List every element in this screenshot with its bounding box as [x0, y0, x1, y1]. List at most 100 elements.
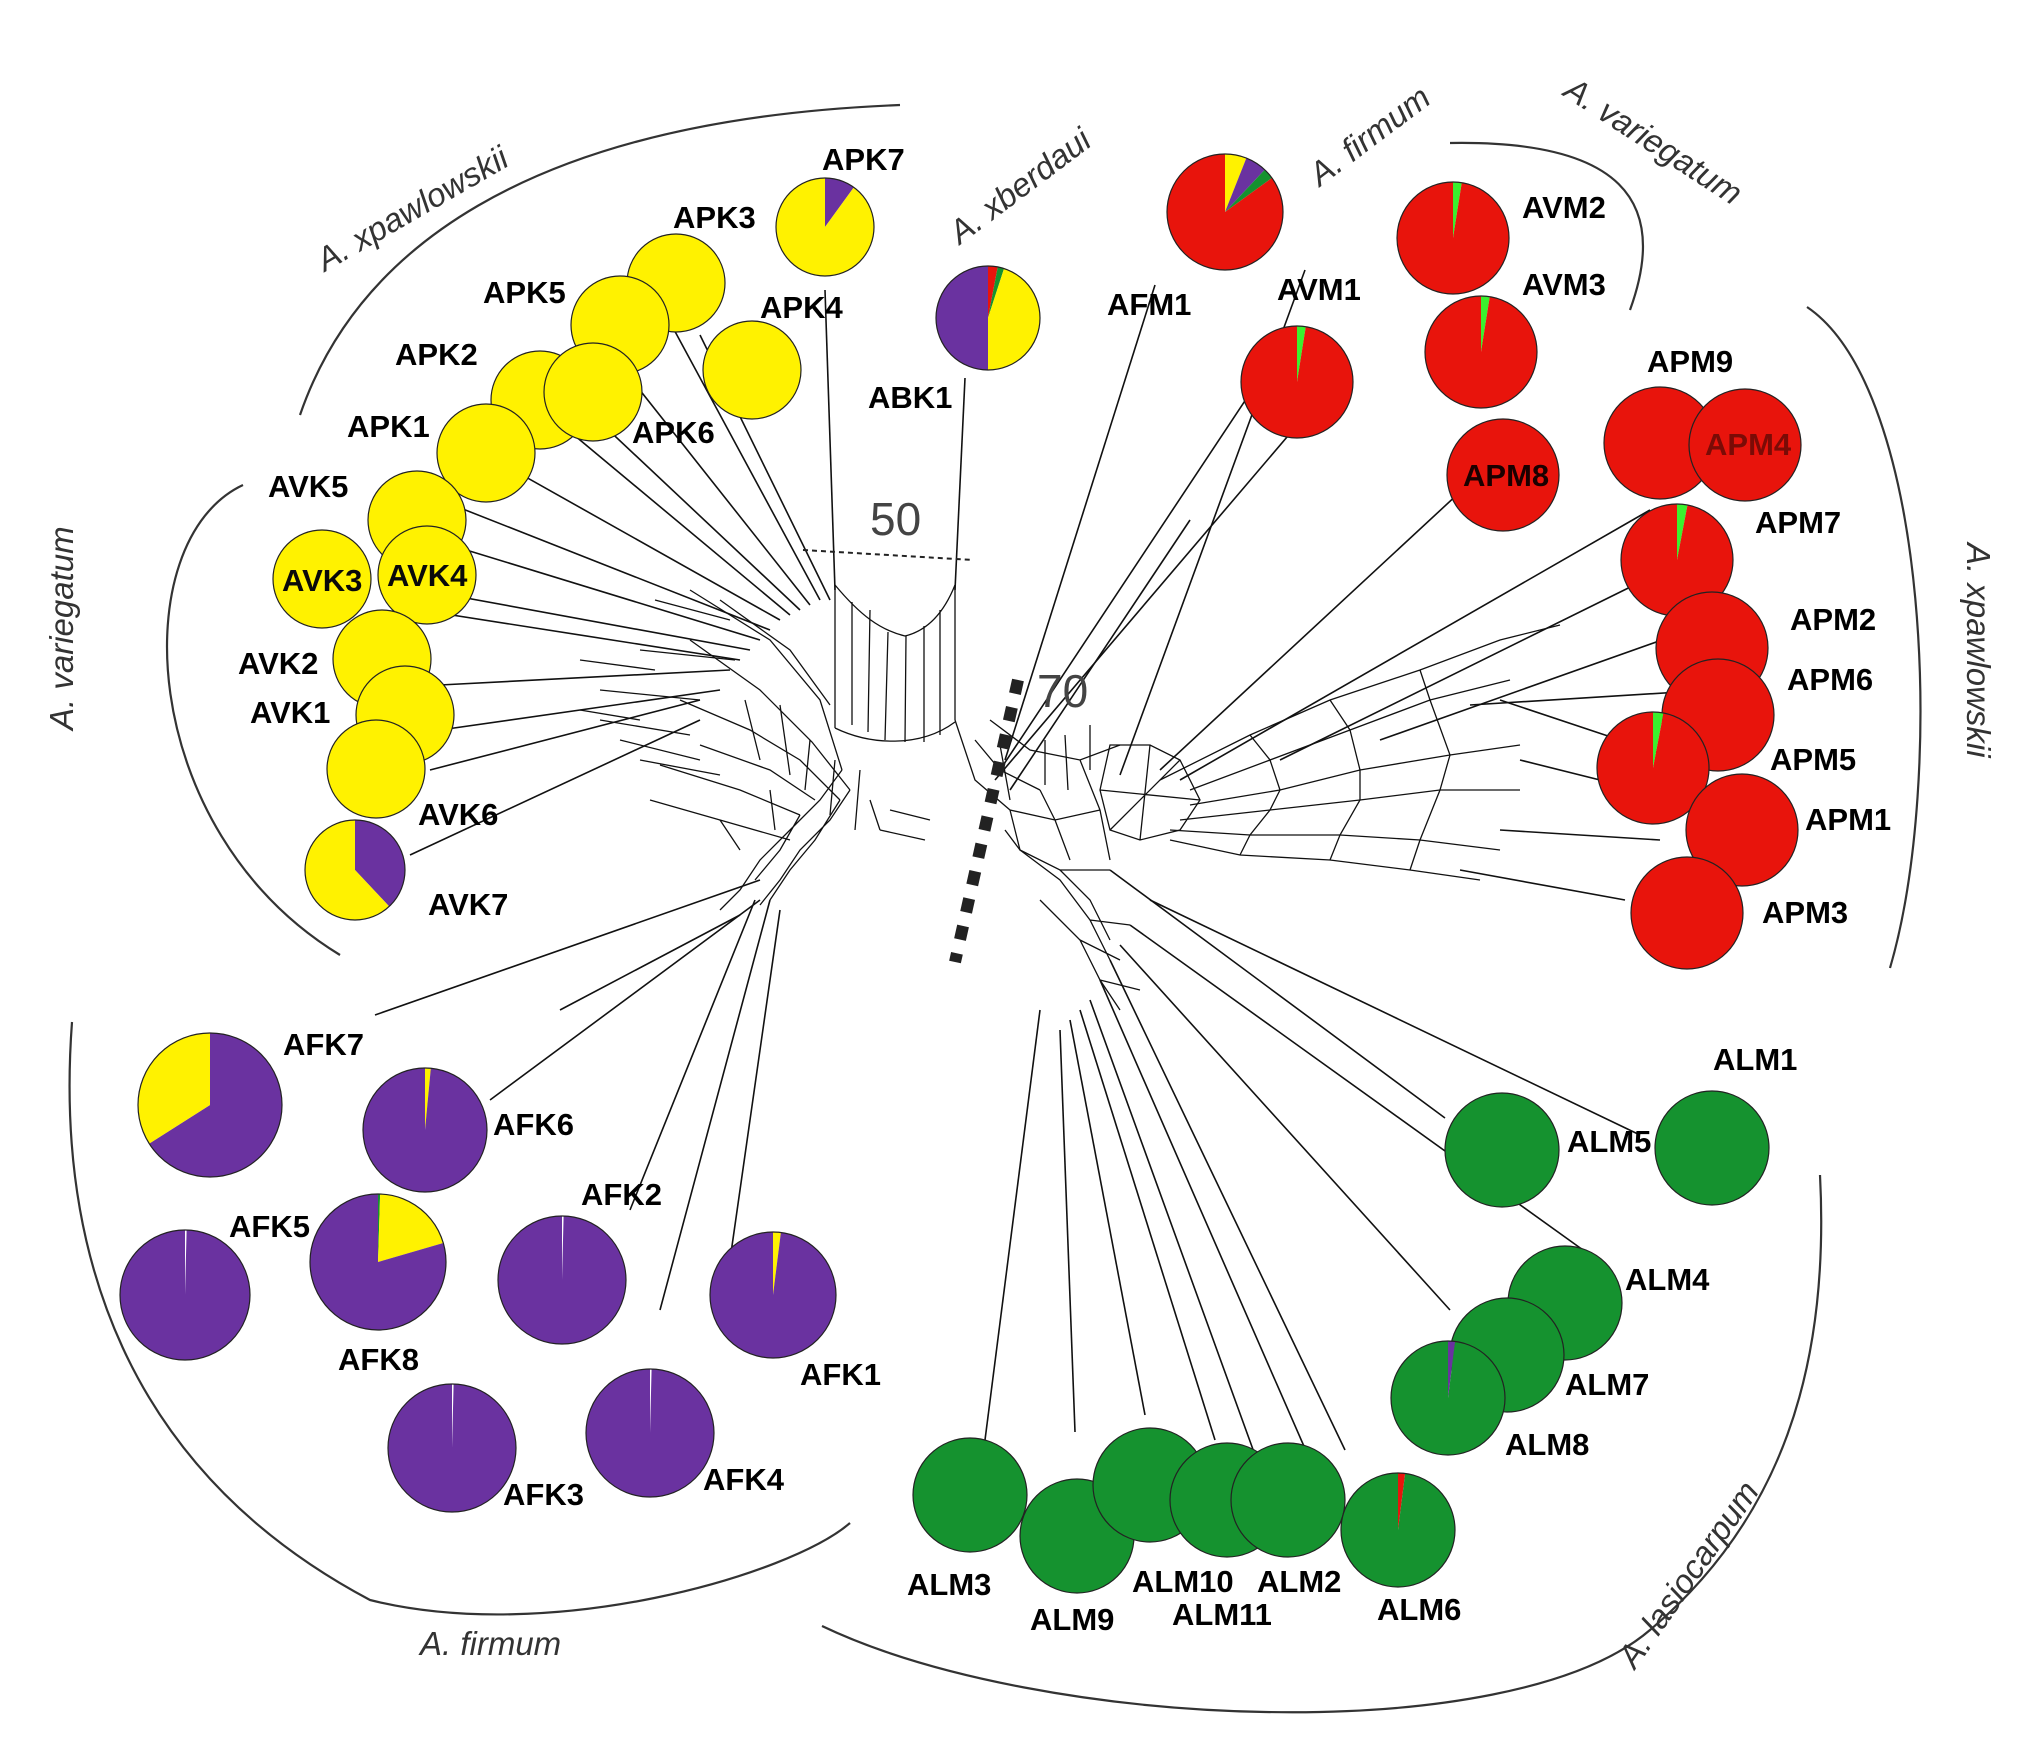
sample-AVK6[interactable]: AVK6: [326, 719, 498, 832]
bracket-lower-right: [821, 1174, 1823, 1714]
species-label-variegatum-left: A. variegatum: [43, 526, 80, 732]
pie-outline-AVK3: [272, 529, 372, 629]
pie-outline-APM8: [1446, 418, 1560, 532]
pie-outline-ALM8: [1390, 1340, 1506, 1456]
pie-outline-ALM1: [1654, 1090, 1770, 1206]
sample-ALM1[interactable]: ALM1: [1654, 1042, 1797, 1206]
bracket-left: [165, 484, 341, 956]
pie-slice-ALM6-red: [1398, 1473, 1406, 1530]
sample-ALM6[interactable]: ALM6: [1340, 1472, 1461, 1627]
label-ALM5: ALM5: [1567, 1124, 1651, 1159]
sample-AFM1[interactable]: AFM1: [1107, 153, 1284, 322]
label-APM7: APM7: [1755, 505, 1841, 540]
pie-slice-APM9-red: [1604, 387, 1716, 499]
label-APM3: APM3: [1762, 895, 1848, 930]
sample-APM8[interactable]: APM8: [1446, 418, 1560, 532]
label-AFK1: AFK1: [800, 1357, 881, 1392]
sample-APK7[interactable]: APK7: [775, 142, 905, 277]
pie-slice-AFK4-purple: [586, 1369, 715, 1498]
pie-AVM2: [1396, 181, 1510, 295]
label-AVK2: AVK2: [238, 646, 318, 681]
pie-ALM5: [1444, 1092, 1560, 1208]
pie-AFK2: [497, 1215, 627, 1345]
sample-AFK1[interactable]: AFK1: [709, 1231, 881, 1392]
pie-ALM1: [1654, 1090, 1770, 1206]
sample-APM5[interactable]: APM5: [1596, 711, 1856, 825]
pie-slice-AFK6-yellow: [425, 1068, 431, 1130]
sample-APM1[interactable]: APM1: [1685, 773, 1891, 887]
pie-slice-APK1-yellow: [437, 404, 535, 502]
pie-slice-ALM1-green: [1655, 1091, 1769, 1205]
label-APK3: APK3: [673, 200, 756, 235]
pie-slice-ALM2-green: [1231, 1443, 1345, 1557]
sample-AFK3[interactable]: AFK3: [387, 1383, 584, 1513]
pie-ABK1: [935, 265, 1041, 371]
pie-slice-AVM1-lime: [1297, 326, 1306, 382]
pie-AVK4: [377, 525, 477, 625]
label-APK6: APK6: [632, 415, 715, 450]
sample-AFK2[interactable]: AFK2: [497, 1177, 662, 1345]
pie-APK4: [702, 320, 802, 420]
label-AVM1: AVM1: [1277, 272, 1361, 307]
sample-APK1[interactable]: APK1: [347, 403, 536, 503]
sample-ALM8[interactable]: ALM8: [1390, 1340, 1589, 1462]
label-APK2: APK2: [395, 337, 478, 372]
sample-APM3[interactable]: APM3: [1630, 856, 1848, 970]
label-APK7: APK7: [822, 142, 905, 177]
sample-AFK4[interactable]: AFK4: [585, 1368, 785, 1498]
label-AVK5: AVK5: [268, 469, 348, 504]
pie-APM4: [1688, 388, 1802, 502]
sample-AVK4[interactable]: AVK4: [377, 525, 477, 625]
sample-ABK1[interactable]: ABK1: [868, 265, 1041, 415]
label-APM4: APM4: [1705, 427, 1792, 462]
sample-AFK5[interactable]: AFK5: [119, 1209, 310, 1361]
pie-ALM2: [1230, 1442, 1346, 1558]
sample-AVM3[interactable]: AVM3: [1424, 267, 1606, 409]
pie-slice-ABK1-yellow: [988, 268, 1040, 370]
pie-slice-AFK3-purple: [388, 1384, 517, 1512]
sample-ALM2[interactable]: ALM2: [1230, 1442, 1346, 1599]
label-APM1: APM1: [1805, 802, 1891, 837]
sample-AFK8[interactable]: AFK8: [309, 1193, 447, 1377]
sample-ALM5[interactable]: ALM5: [1444, 1092, 1651, 1208]
sample-AVK3[interactable]: AVK3: [272, 529, 372, 629]
sample-APM9[interactable]: APM9: [1603, 344, 1733, 500]
species-label-xpawlowskii-right: A. xpawlowskii: [1960, 541, 1997, 759]
pie-slice-AVK7-yellow: [305, 820, 390, 920]
sample-APK4[interactable]: APK4: [702, 290, 843, 420]
sample-AVM2[interactable]: AVM2: [1396, 181, 1606, 295]
pie-AFK3: [387, 1383, 517, 1513]
pie-ALM8: [1390, 1340, 1506, 1456]
pie-outline-AFK4: [585, 1368, 715, 1498]
sample-ALM3[interactable]: ALM3: [907, 1437, 1028, 1602]
sample-APK6[interactable]: APK6: [543, 342, 715, 450]
pie-AVK6: [326, 719, 426, 819]
pie-slice-APK7-purple: [825, 178, 854, 227]
pie-outline-AFK7: [137, 1032, 283, 1178]
sample-AVM1[interactable]: AVM1: [1240, 272, 1361, 439]
species-label-firmum-upper: A. firmum: [1300, 78, 1437, 194]
pie-slice-AVM3-red: [1424, 296, 1537, 408]
pie-slice-AFK1-purple: [709, 1232, 836, 1358]
pie-slice-APK4-yellow: [703, 321, 801, 419]
bracket-right: [1806, 306, 1922, 969]
sample-AFK7[interactable]: AFK7: [137, 1027, 364, 1178]
sample-AVK7[interactable]: AVK7: [304, 819, 508, 922]
pie-slice-AVK3-yellow: [273, 530, 371, 628]
threshold-label-70: 70: [1037, 665, 1088, 717]
pie-outline-AVM3: [1424, 295, 1538, 409]
pie-outline-ABK1: [935, 265, 1041, 371]
sample-APM7[interactable]: APM7: [1620, 503, 1841, 617]
label-AFK2: AFK2: [581, 1177, 662, 1212]
label-APM2: APM2: [1790, 602, 1876, 637]
label-AVK1: AVK1: [250, 695, 330, 730]
pie-slice-AFK7-purple: [149, 1033, 283, 1178]
threshold-line-50: [802, 549, 974, 561]
sample-APM4[interactable]: APM4: [1688, 388, 1802, 502]
pie-slice-AVM3-lime: [1481, 296, 1490, 352]
pie-outline-APK1: [436, 403, 536, 503]
threshold-markers: 50 70: [802, 493, 1088, 964]
pie-slice-AVK4-yellow: [378, 526, 476, 624]
pie-slice-AFK3-white: [452, 1384, 454, 1448]
sample-AFK6[interactable]: AFK6: [362, 1067, 574, 1193]
